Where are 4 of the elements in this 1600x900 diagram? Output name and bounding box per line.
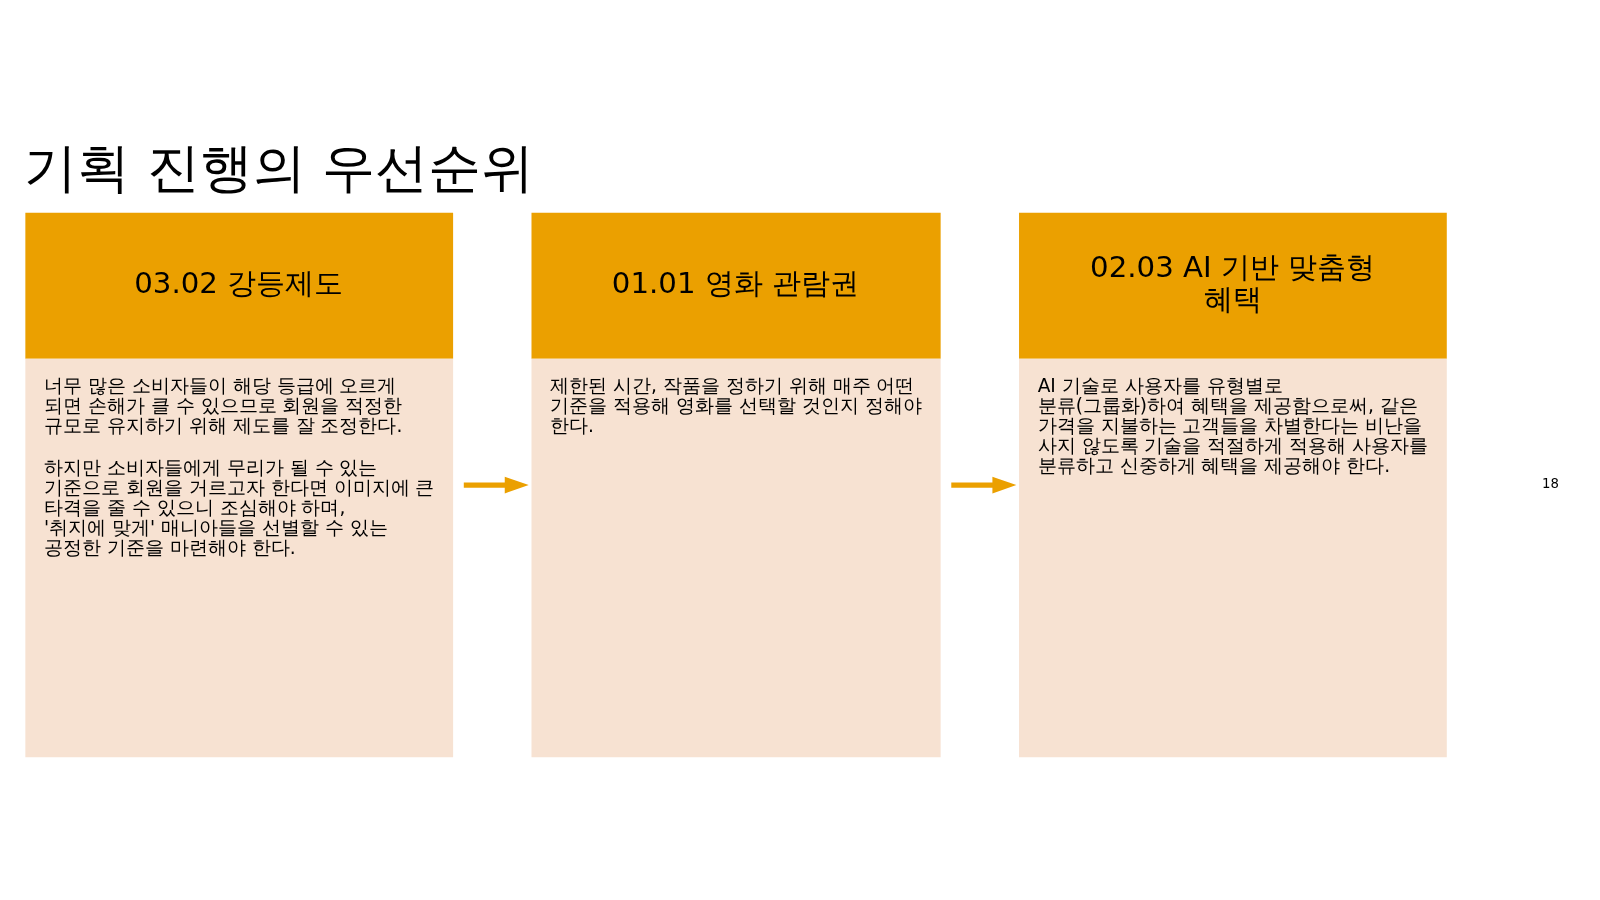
label: 18 bbox=[1541, 475, 1559, 491]
arrow bbox=[950, 476, 1016, 493]
arrow bbox=[463, 476, 529, 493]
diagram-title: 기획 진행의 우선순위 bbox=[23, 136, 534, 199]
